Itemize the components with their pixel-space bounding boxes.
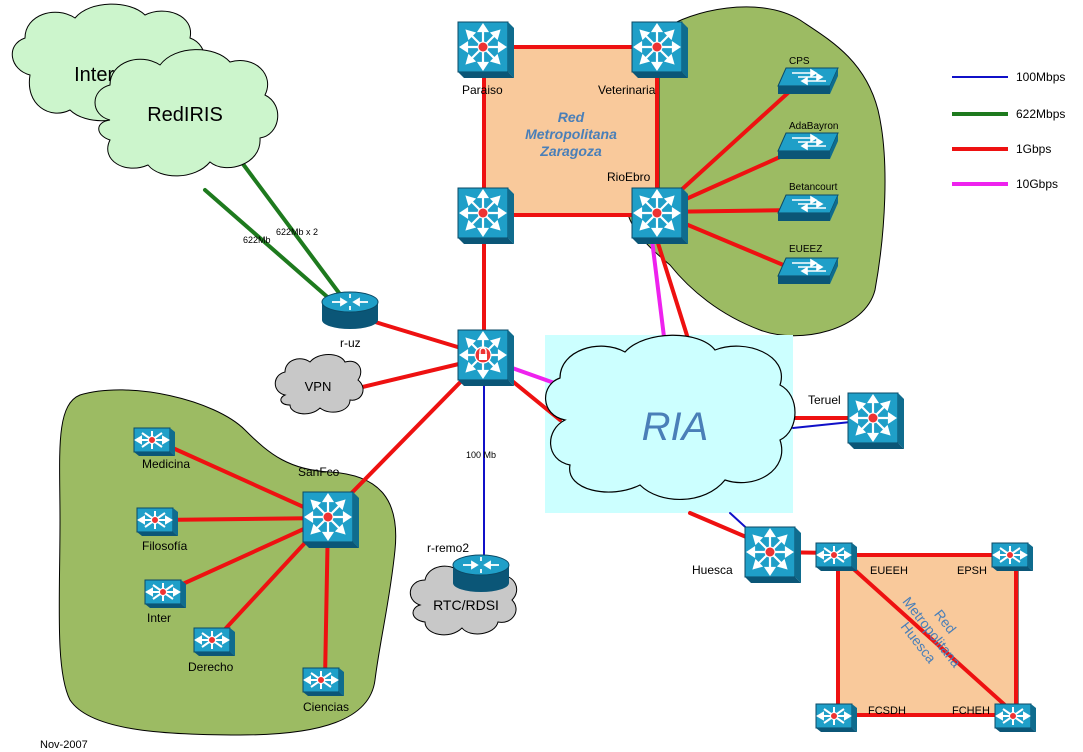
- label-inter: Inter: [147, 611, 171, 625]
- label-r-remo2: r-remo2: [427, 541, 469, 555]
- metro-zaragoza-line2: Metropolitana: [525, 126, 617, 142]
- label-ciencias: Ciencias: [303, 700, 349, 714]
- switch-veterinaria: [630, 20, 690, 80]
- switch-epsh: [991, 542, 1034, 572]
- switch-ciencias: [302, 667, 345, 697]
- switch-sanfco: [301, 490, 361, 550]
- label-eueeh: EUEEH: [870, 565, 908, 577]
- switch-adabayron: [777, 132, 839, 160]
- switch-fcheh: [994, 703, 1037, 733]
- switch-paraiso: [456, 20, 516, 80]
- legend-label-100m: 100Mbps: [1016, 70, 1065, 84]
- switch-derecho: [193, 627, 236, 657]
- switch-teruel: [846, 391, 906, 451]
- legend-label-10g: 10Gbps: [1016, 177, 1058, 191]
- link-label-622mb-x2: 622Mb x 2: [276, 227, 318, 237]
- legend: 100Mbps 622Mbps 1Gbps 10Gbps: [952, 70, 1065, 191]
- label-medicina: Medicina: [142, 457, 190, 471]
- vpn-cloud: VPN: [274, 354, 364, 415]
- switch-betancourt: [777, 194, 839, 222]
- switch-eueez: [777, 257, 839, 285]
- switch-cps: [777, 67, 839, 95]
- label-adabayron: AdaBayron: [789, 121, 838, 132]
- router-r-remo2: [452, 554, 510, 593]
- label-eueez: EUEEZ: [789, 244, 822, 255]
- label-teruel: Teruel: [808, 393, 841, 407]
- rtc-label: RTC/RDSI: [433, 597, 499, 613]
- metro-zaragoza-label: Red Metropolitana Zaragoza: [525, 109, 617, 159]
- label-cps: CPS: [789, 56, 810, 67]
- label-derecho: Derecho: [188, 660, 234, 674]
- metro-zaragoza-line3: Zaragoza: [539, 143, 602, 159]
- legend-label-622m: 622Mbps: [1016, 107, 1065, 121]
- switch-fcsdh: [815, 703, 858, 733]
- rediris-label: RedIRIS: [147, 104, 223, 126]
- footer-date: Nov-2007: [40, 739, 88, 751]
- label-rioebro: RioEbro: [607, 170, 651, 184]
- link-label-100mb: 100 Mb: [466, 450, 496, 460]
- label-fcsdh: FCSDH: [868, 705, 906, 717]
- legend-label-1g: 1Gbps: [1016, 142, 1051, 156]
- label-fcheh: FCHEH: [952, 705, 990, 717]
- vpn-label: VPN: [305, 379, 332, 394]
- metro-zaragoza-line1: Red: [558, 109, 585, 125]
- switch-rioebro: [630, 186, 690, 246]
- switch-inter: [144, 579, 187, 609]
- switch-zaragoza-sw: [456, 186, 516, 246]
- label-veterinaria: Veterinaria: [598, 83, 656, 97]
- label-r-uz: r-uz: [340, 336, 361, 350]
- router-r-uz: [321, 291, 379, 330]
- ria-cloud: RIA: [545, 334, 796, 501]
- switch-medicina: [133, 427, 176, 457]
- firewall-core: [456, 328, 516, 388]
- switch-eueeh: [815, 542, 858, 572]
- label-epsh: EPSH: [957, 565, 987, 577]
- link-label-622mb: 622Mb: [243, 235, 271, 245]
- label-sanfco: SanFco: [298, 465, 340, 479]
- label-paraiso: Paraiso: [462, 83, 503, 97]
- switch-filosofia: [136, 507, 179, 537]
- switch-huesca: [743, 525, 803, 585]
- rediris-cloud: RedIRIS: [94, 49, 279, 177]
- label-betancourt: Betancourt: [789, 182, 838, 193]
- ria-label: RIA: [642, 405, 709, 449]
- label-filosofia: Filosofía: [142, 539, 188, 553]
- label-huesca: Huesca: [692, 563, 733, 577]
